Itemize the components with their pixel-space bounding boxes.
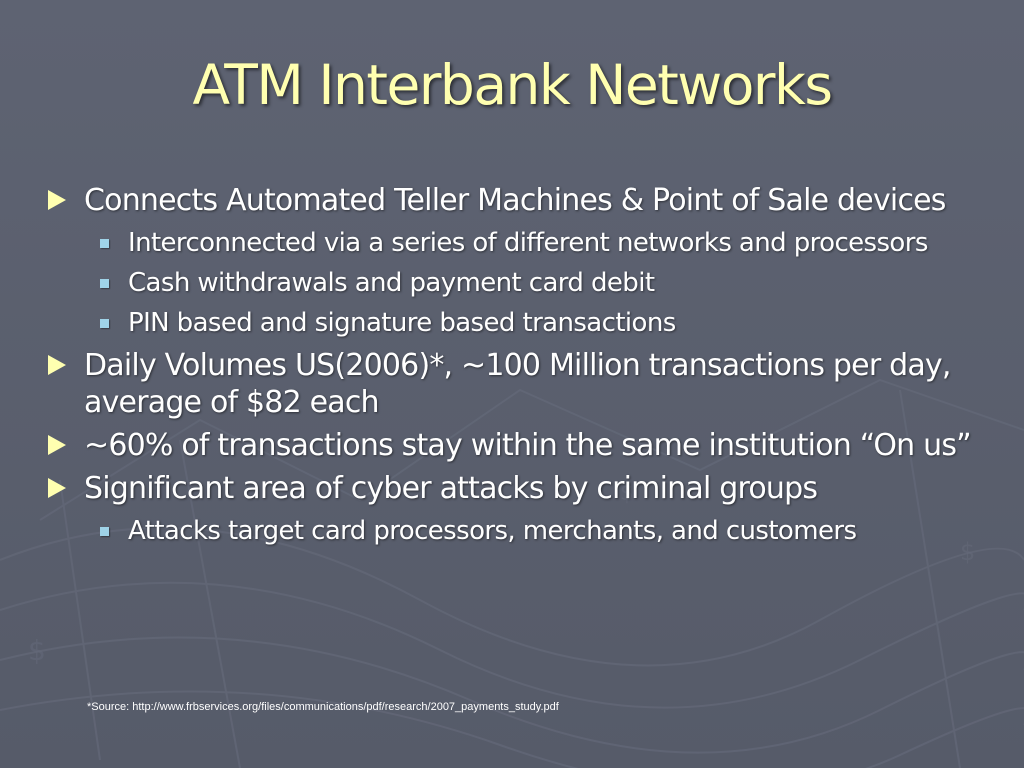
triangle-bullet-icon [48, 435, 66, 455]
sub-bullet-item: PIN based and signature based transactio… [48, 307, 988, 339]
bullet-item: ~60% of transactions stay within the sam… [48, 427, 988, 464]
sub-bullet-item: Interconnected via a series of different… [48, 227, 988, 259]
slide-title: ATM Interbank Networks [192, 53, 833, 117]
bullet-item: Connects Automated Teller Machines & Poi… [48, 182, 988, 219]
square-bullet-icon [100, 239, 109, 248]
sub-bullet-list: Interconnected via a series of different… [48, 227, 988, 339]
triangle-bullet-icon [48, 478, 66, 498]
triangle-bullet-icon [48, 355, 66, 375]
sub-bullet-text: Cash withdrawals and payment card debit [128, 268, 655, 298]
sub-bullet-item: Attacks target card processors, merchant… [48, 515, 988, 547]
bullet-list: Connects Automated Teller Machines & Poi… [48, 182, 988, 555]
bullet-item: Daily Volumes US(2006)*, ~100 Million tr… [48, 347, 988, 421]
square-bullet-icon [100, 279, 109, 288]
square-bullet-icon [100, 319, 109, 328]
bullet-text: Daily Volumes US(2006)*, ~100 Million tr… [84, 348, 951, 420]
source-footnote: *Source: http://www.frbservices.org/file… [87, 701, 559, 713]
sub-bullet-item: Cash withdrawals and payment card debit [48, 267, 988, 299]
sub-bullet-list: Attacks target card processors, merchant… [48, 515, 988, 547]
triangle-bullet-icon [48, 190, 66, 210]
square-bullet-icon [100, 527, 109, 536]
sub-bullet-text: Interconnected via a series of different… [128, 228, 928, 258]
bullet-text: Connects Automated Teller Machines & Poi… [84, 183, 946, 218]
sub-bullet-text: Attacks target card processors, merchant… [128, 516, 857, 546]
bullet-item: Significant area of cyber attacks by cri… [48, 470, 988, 507]
svg-text:$: $ [28, 634, 46, 667]
bullet-text: Significant area of cyber attacks by cri… [84, 471, 818, 506]
bullet-text: ~60% of transactions stay within the sam… [84, 428, 972, 463]
sub-bullet-text: PIN based and signature based transactio… [128, 308, 676, 338]
